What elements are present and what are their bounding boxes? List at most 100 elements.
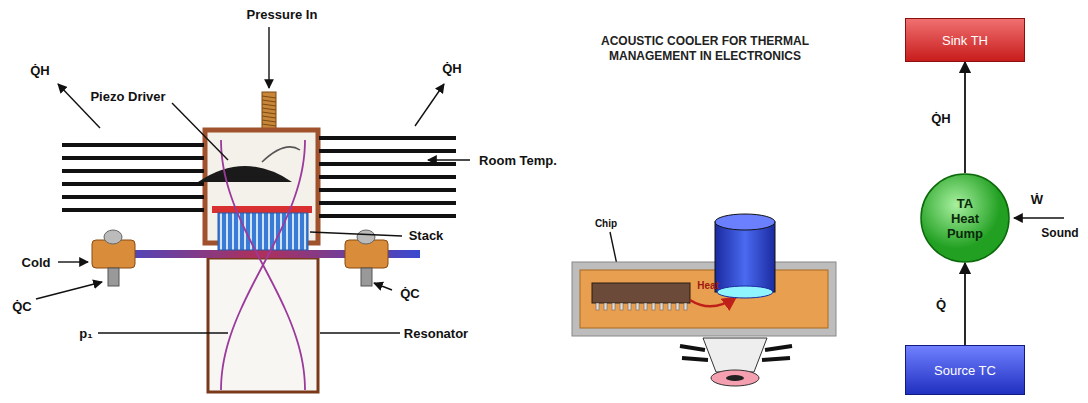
speaker [680, 346, 705, 350]
circuit-board [572, 262, 836, 336]
part-label: Sound [1041, 226, 1078, 240]
inlet-threads [262, 104, 276, 106]
fins [62, 138, 456, 216]
part-label: Room Temp. [479, 153, 557, 168]
chip-pins [596, 303, 687, 310]
speaker [703, 338, 767, 372]
piezo-disc [198, 166, 292, 182]
part-label: Q̇C [400, 286, 420, 301]
source-box: Source TC [905, 345, 1025, 395]
fins [319, 149, 456, 153]
part-label: Q̇H [442, 61, 462, 76]
piezo-disc [198, 147, 300, 182]
flow-label: Q̇ [934, 297, 948, 312]
fins [319, 136, 456, 140]
fins [319, 188, 456, 192]
resonator-tube [208, 258, 318, 392]
pressure-wave [221, 140, 305, 390]
fins [62, 195, 204, 199]
fins [319, 201, 456, 205]
acoustic-cylinder [715, 222, 775, 292]
heat-arrow [690, 297, 736, 306]
part-label: Cold [22, 255, 51, 270]
stack [218, 213, 308, 250]
chip-pins [596, 303, 599, 310]
leader-lines [98, 332, 228, 333]
stack [212, 206, 312, 250]
circuit-board [572, 262, 836, 336]
inlet-threads [262, 96, 276, 126]
chip-package [592, 283, 690, 303]
chip-pins [668, 303, 671, 310]
cold-exchanger [361, 268, 372, 286]
housing [262, 92, 276, 130]
chip-pins [644, 303, 647, 310]
speaker [682, 358, 708, 360]
leader-lines [268, 27, 269, 88]
pressure-wave [221, 140, 305, 390]
part-label: Q̇H [30, 63, 50, 78]
part-label: Ẇ [1031, 192, 1043, 207]
chip-pins [628, 303, 631, 310]
fins [62, 182, 204, 186]
circle-shape [921, 174, 1009, 262]
chip-pins [652, 303, 655, 310]
leader-lines [320, 332, 400, 333]
pressure-wave [221, 140, 305, 390]
acoustic-cylinder [715, 214, 775, 298]
title: ACOUSTIC COOLER FOR THERMAL MANAGEMENT I… [585, 34, 825, 64]
fins [62, 156, 204, 160]
leader-lines [415, 84, 444, 126]
heat-pump-circle: TA Heat Pump [920, 173, 1010, 263]
inlet-threads [262, 124, 276, 126]
chip-pins [684, 303, 687, 310]
node-label: Sink TH [942, 33, 988, 48]
inlet-threads [262, 112, 276, 114]
leader-lines [172, 103, 228, 160]
node-label: Source TC [934, 363, 996, 378]
chip-pins [604, 303, 607, 310]
inlet-threads [262, 96, 276, 98]
acoustic-cylinder [717, 286, 773, 298]
leader-lines [428, 159, 470, 160]
fins [62, 169, 204, 173]
node-label: TA Heat Pump [942, 196, 988, 241]
leader-lines [310, 232, 402, 236]
part-label: p₁ [79, 326, 92, 341]
speaker [762, 358, 790, 360]
chip-package [592, 283, 690, 303]
fins [62, 143, 204, 147]
fins [319, 175, 456, 179]
fins [319, 214, 456, 218]
chip-pins [636, 303, 639, 310]
part-label: Piezo Driver [90, 89, 165, 104]
part-label: Q̇C [12, 299, 32, 314]
sink-box: Sink TH [905, 18, 1025, 62]
leader-lines [36, 27, 1064, 333]
cold-exchanger [104, 230, 122, 244]
inlet-threads [262, 120, 276, 122]
part-label: Resonator [404, 326, 468, 341]
leader-lines [1014, 217, 1064, 218]
flow-label: Q̇H [929, 110, 953, 125]
part-label: Heat [697, 280, 719, 291]
chip-pins [660, 303, 663, 310]
speaker [765, 346, 792, 350]
flow-arrow [964, 62, 966, 173]
inlet-threads [262, 116, 276, 118]
flow-arrow [964, 263, 966, 345]
stack [212, 206, 312, 213]
speaker [680, 338, 792, 386]
speaker [726, 375, 744, 381]
heat-arrow [690, 297, 736, 306]
chip-pins [620, 303, 623, 310]
leader-lines [36, 282, 102, 299]
inlet-threads [262, 108, 276, 110]
part-label: Pressure In [247, 7, 318, 22]
leader-lines [374, 283, 392, 290]
cold-exchanger [108, 268, 119, 286]
inlet-threads [262, 100, 276, 102]
speaker [711, 370, 759, 386]
part-label: Chip [595, 218, 617, 229]
